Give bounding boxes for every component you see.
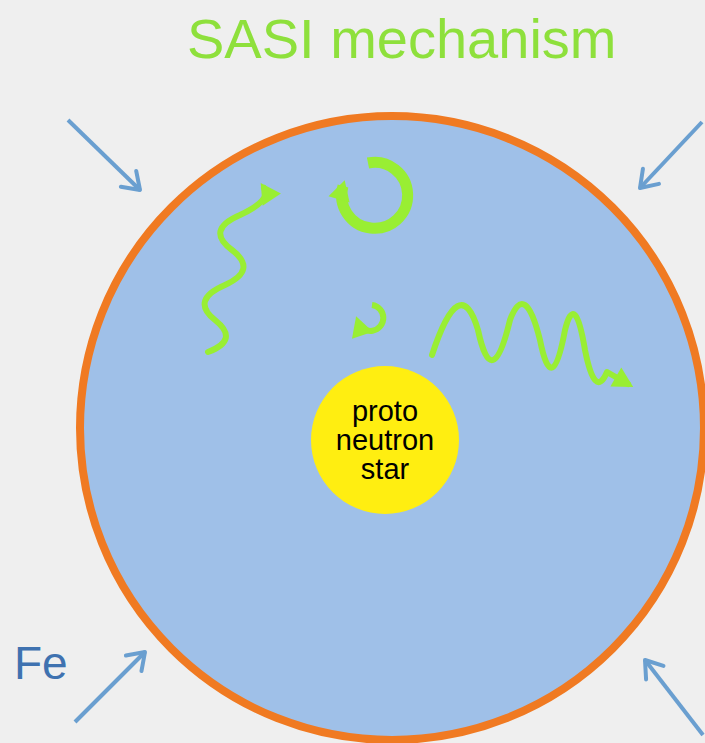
- sound-wave: [432, 304, 628, 384]
- vortex-arrow: [342, 162, 408, 228]
- sound-wave: [205, 188, 266, 352]
- node-text-group: proto neutron star: [329, 397, 441, 484]
- infall-arrow: [645, 660, 703, 735]
- infall-arrow: [68, 120, 140, 190]
- node-label: proto neutron star: [329, 397, 441, 484]
- infall-arrow: [640, 122, 702, 188]
- vortex-arrow: [358, 305, 383, 331]
- infall-arrow: [75, 652, 145, 722]
- proto-neutron-star: proto neutron star: [311, 366, 459, 514]
- element-label: Fe: [14, 636, 68, 690]
- diagram-title: SASI mechanism: [187, 6, 617, 71]
- shock-region: [80, 116, 704, 740]
